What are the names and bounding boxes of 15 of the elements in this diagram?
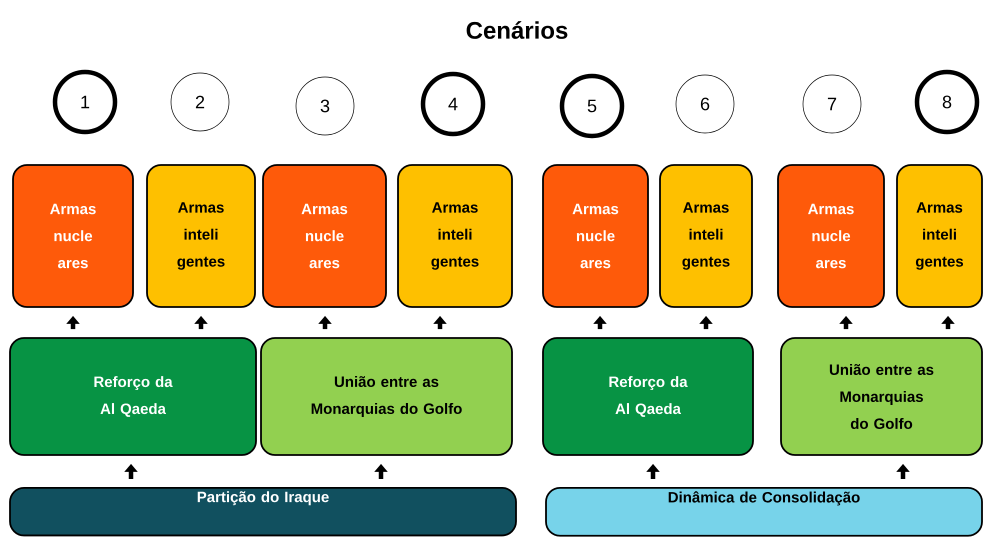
- weapon-box: Armas inteli gentes: [659, 164, 753, 308]
- weapon-box: Armas inteli gentes: [146, 164, 256, 308]
- weapon-box: Armas inteli gentes: [397, 164, 513, 308]
- scenario-band: Dinâmica de Consolidação: [545, 487, 983, 537]
- title: Cenários: [466, 21, 568, 39]
- weapon-box: Armas nucle ares: [777, 164, 885, 308]
- factor-box: Reforço da Al Qaeda: [9, 337, 257, 456]
- weapon-box: Armas nucle ares: [12, 164, 134, 308]
- scenario-band: Partição do Iraque: [9, 487, 517, 536]
- factor-box: União entre as Monarquias do Golfo: [780, 337, 983, 456]
- weapon-box: Armas nucle ares: [542, 164, 649, 308]
- factor-box: Reforço da Al Qaeda: [542, 337, 754, 456]
- weapon-box: Armas inteli gentes: [896, 164, 983, 308]
- weapon-box: Armas nucle ares: [262, 164, 387, 308]
- factor-box: União entre as Monarquias do Golfo: [260, 337, 513, 456]
